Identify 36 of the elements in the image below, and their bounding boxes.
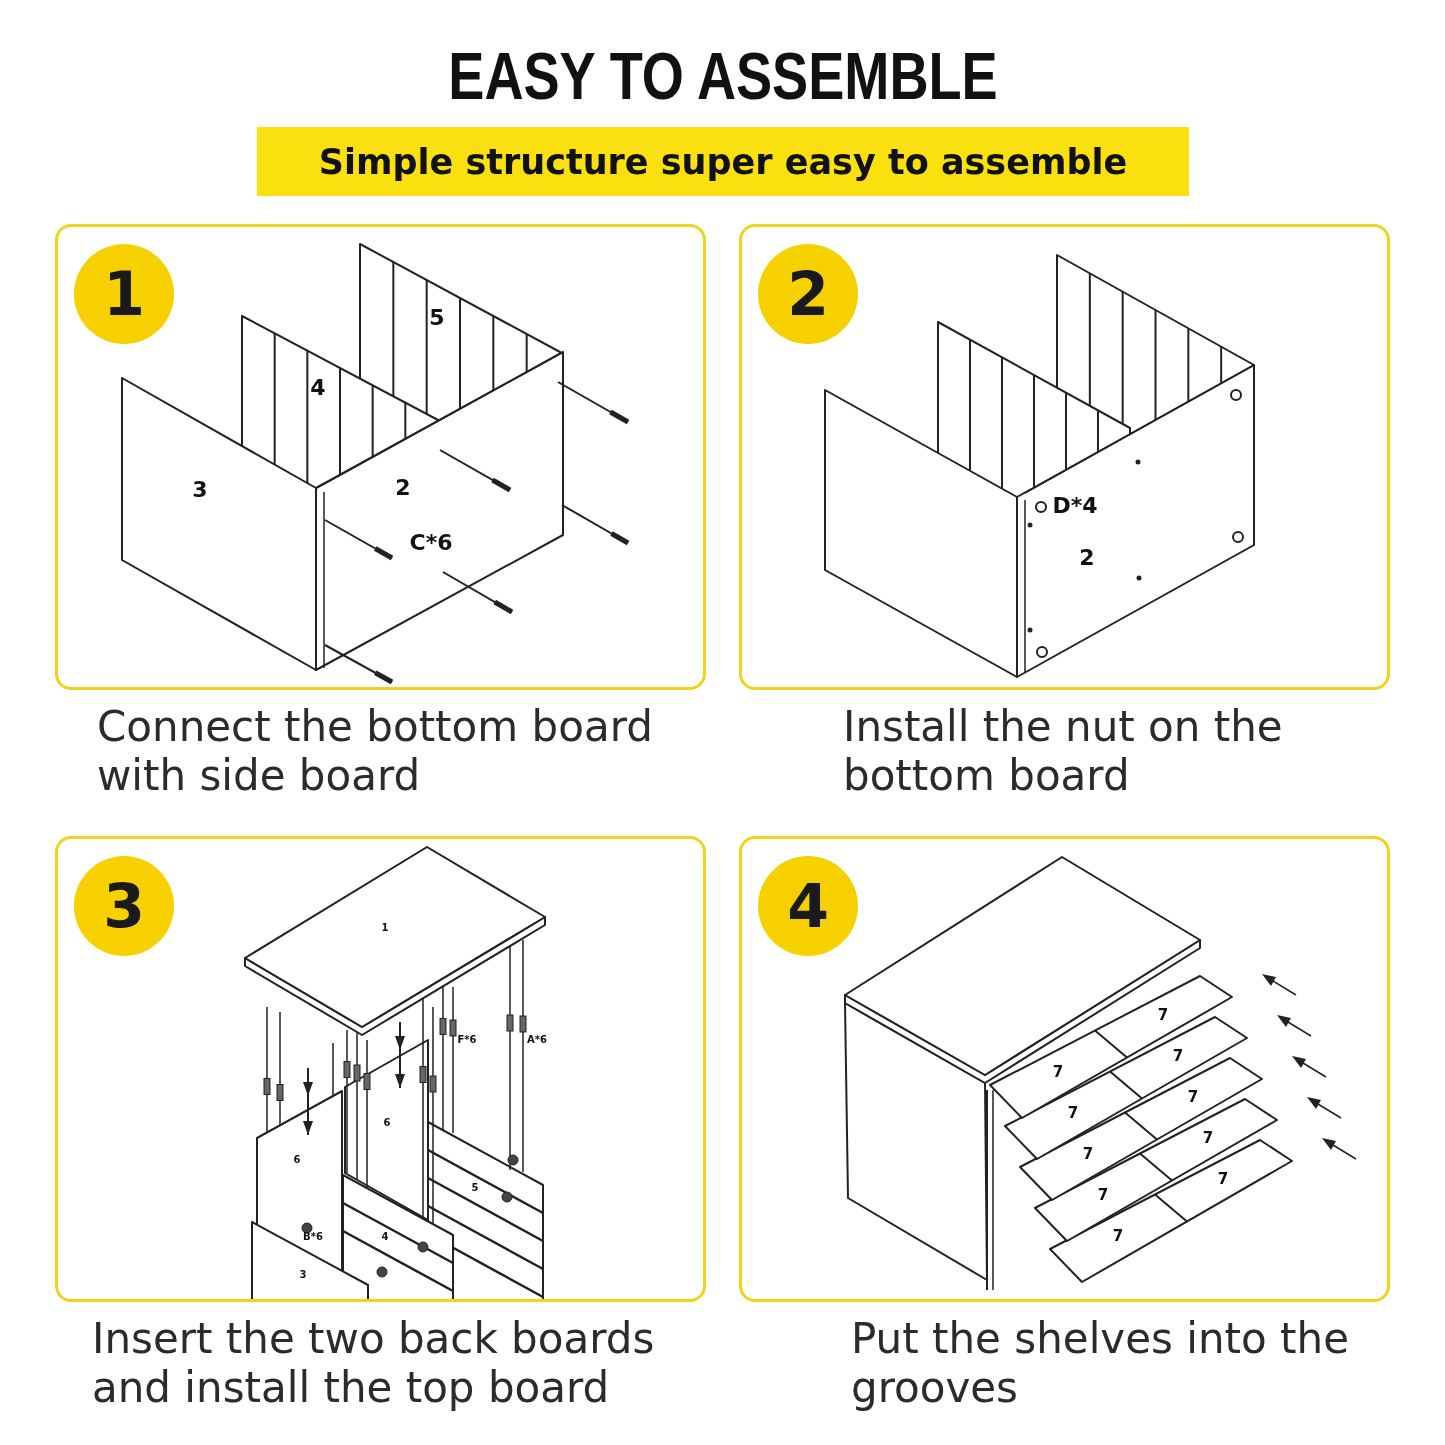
part-label: 7	[1067, 1105, 1079, 1121]
step-number-badge: 1	[74, 244, 174, 344]
part-label: 5	[429, 307, 445, 329]
part-label: 7	[1217, 1171, 1229, 1187]
part-label: 6	[383, 1118, 391, 1128]
part-label: 2	[1079, 547, 1095, 569]
part-label: 7	[1172, 1048, 1184, 1064]
part-label: C*6	[409, 532, 453, 554]
step-caption: Put the shelves into the grooves	[851, 1314, 1350, 1412]
part-label: B*6	[303, 1232, 323, 1242]
subtitle-banner: Simple structure super easy to assemble	[257, 127, 1189, 196]
part-label: 7	[1157, 1007, 1169, 1023]
part-label: 2	[395, 477, 411, 499]
part-label: 4	[310, 377, 326, 399]
part-label: 5	[471, 1183, 479, 1193]
step-caption: Connect the bottom board with side board	[97, 702, 654, 800]
part-label: D*4	[1052, 495, 1098, 517]
part-label: F*6	[457, 1035, 477, 1045]
step-number-badge: 4	[758, 856, 858, 956]
part-label: 7	[1052, 1064, 1064, 1080]
part-label: A*6	[527, 1035, 547, 1045]
part-label: 7	[1082, 1146, 1094, 1162]
part-label: 3	[192, 479, 208, 501]
part-label: 7	[1187, 1089, 1199, 1105]
part-label: 7	[1202, 1130, 1214, 1146]
step-number-badge: 2	[758, 244, 858, 344]
part-label: 7	[1097, 1187, 1109, 1203]
part-label: 4	[381, 1232, 389, 1242]
part-label: 6	[293, 1155, 301, 1165]
step-number-badge: 3	[74, 856, 174, 956]
part-label: 7	[1112, 1228, 1124, 1244]
part-label: 1	[381, 923, 389, 933]
title: EASY TO ASSEMBLE	[447, 38, 998, 114]
step-caption: Install the nut on the bottom board	[843, 702, 1284, 800]
step-caption: Insert the two back boards and install the top board	[92, 1314, 656, 1412]
part-label: 3	[299, 1270, 307, 1280]
